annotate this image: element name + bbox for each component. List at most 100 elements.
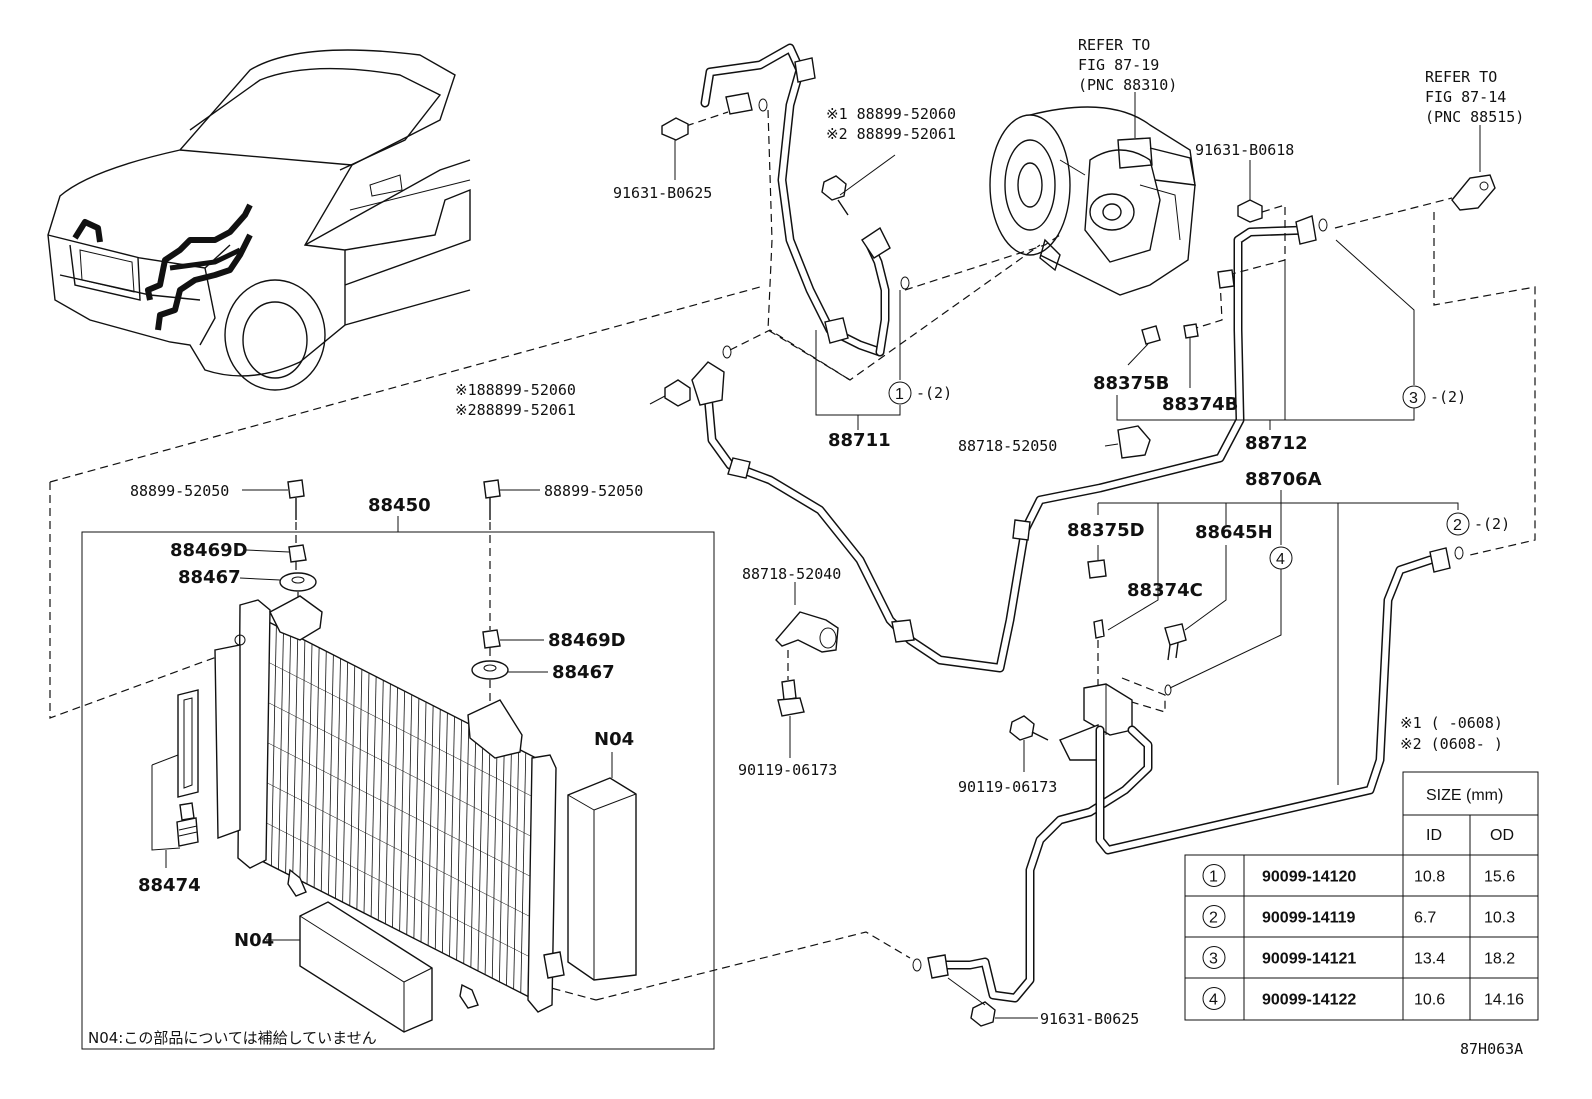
size-table-col-id: ID <box>1426 827 1442 844</box>
leader <box>1127 343 1149 366</box>
label-bolt-left-2: ※288899-52061 <box>455 401 576 419</box>
label-N04-bottom: N04 <box>234 930 274 951</box>
leader <box>539 984 597 1001</box>
compressor <box>989 106 1196 296</box>
size-table-row-id: 6.7 <box>1414 910 1436 927</box>
callout-ring-2-ref: -(2) <box>1474 515 1510 533</box>
condenser-tube <box>254 654 540 801</box>
size-table-row-part: 90099-14121 <box>1262 951 1356 968</box>
date-note-2: ※2 (0608- ) <box>1400 735 1503 753</box>
callout-ring-3-no: 3 <box>1409 390 1418 407</box>
label-91631-B0625-top: 91631-B0625 <box>613 184 712 202</box>
condenser-tube <box>252 734 538 881</box>
bracket-88712 <box>1116 395 1415 421</box>
block-88706A <box>1059 683 1133 761</box>
refer-87-19-line3: (PNC 88310) <box>1078 76 1177 94</box>
bracket-88706A-stem2 <box>1107 503 1159 631</box>
size-table-col-od: OD <box>1490 827 1514 844</box>
leader <box>767 109 1041 381</box>
size-table-row-part: 90099-14120 <box>1262 869 1356 886</box>
size-table-row-od: 18.2 <box>1484 951 1515 968</box>
suction-hose <box>691 215 1317 673</box>
callout-ring-1-no: 1 <box>895 386 904 403</box>
condenser-tube <box>253 694 539 841</box>
callout-ring-2: 2 -(2) <box>1446 512 1510 536</box>
label-88467-right: 88467 <box>552 662 615 683</box>
size-table-row-part: 90099-14122 <box>1262 992 1356 1009</box>
size-table-row-ring <box>1202 905 1226 928</box>
label-88706A: 88706A <box>1245 469 1322 490</box>
receiver-88474 <box>151 689 199 868</box>
bolt-88899-52060-top <box>821 154 896 216</box>
callout-ring-1-ref: -(2) <box>916 384 952 402</box>
clamp-88718-52050 <box>1104 425 1151 459</box>
label-hose-note-2: ※2 88899-52061 <box>826 125 956 143</box>
label-88469D-left: 88469D <box>170 540 248 561</box>
label-88375B: 88375B <box>1093 373 1169 394</box>
label-88374B: 88374B <box>1162 394 1238 415</box>
label-88645H: 88645H <box>1195 522 1273 543</box>
callout-ring-4: 4 <box>1169 546 1293 689</box>
label-88469D-right: 88469D <box>548 630 626 651</box>
liquid-lines <box>927 547 1451 1003</box>
hose-88711 <box>700 43 891 357</box>
size-table-row: 1 90099-14120 10.8 15.6 <box>1202 864 1515 887</box>
o-ring <box>1318 218 1328 232</box>
label-90119-06173-left: 90119-06173 <box>738 761 837 779</box>
vehicle-sketch <box>47 49 471 391</box>
refer-87-14-line3: (PNC 88515) <box>1425 108 1524 126</box>
leader <box>904 234 1061 291</box>
refer-87-14: REFER TO FIG 87-14 (PNC 88515) <box>1425 68 1524 211</box>
label-88899-52050-left: 88899-52050 <box>130 482 229 500</box>
size-table-row-no: 1 <box>1209 869 1218 886</box>
size-table-row-no: 3 <box>1209 951 1218 968</box>
condenser-tube <box>251 774 537 921</box>
bracket-88706A <box>1098 502 1459 510</box>
leader-vehicle-top <box>49 286 761 483</box>
leader <box>1227 204 1286 276</box>
leader <box>729 329 851 381</box>
size-table-row-id: 13.4 <box>1414 951 1445 968</box>
callout-ring-3: 3 -(2) <box>1335 239 1466 409</box>
o-ring <box>722 345 732 359</box>
condenser-tube <box>250 814 536 961</box>
leader <box>685 111 729 127</box>
valve-core-88374B-parts <box>1141 269 1235 345</box>
leader <box>1195 279 1223 329</box>
callout-ring-1: 1 -(2) <box>888 290 952 405</box>
n04-pad-right <box>567 752 637 981</box>
refer-87-19-line1: REFER TO <box>1078 36 1150 54</box>
callout-ring-2-no: 2 <box>1453 517 1462 534</box>
condenser <box>214 595 565 1013</box>
label-88374C: 88374C <box>1127 580 1203 601</box>
label-N04-right: N04 <box>594 729 634 750</box>
o-ring <box>1164 684 1172 696</box>
size-table-row: 3 90099-14121 13.4 18.2 <box>1202 946 1515 969</box>
o-ring <box>1454 546 1464 560</box>
callout-ring-4-no: 4 <box>1276 551 1285 568</box>
size-table-row-part: 90099-14119 <box>1262 910 1356 927</box>
size-table-header: SIZE (mm) <box>1426 787 1503 804</box>
label-90119-06173-right: 90119-06173 <box>958 778 1057 796</box>
o-ring <box>912 958 922 972</box>
label-88474: 88474 <box>138 875 201 896</box>
bolt-88899-52060-left <box>649 379 691 407</box>
label-88718-52050: 88718-52050 <box>958 437 1057 455</box>
n04-pad-bottom <box>266 901 433 1033</box>
leader <box>595 931 911 1001</box>
label-88467-left: 88467 <box>178 567 241 588</box>
size-table-row-id: 10.6 <box>1414 992 1445 1009</box>
label-88711: 88711 <box>828 430 891 451</box>
size-table-row-od: 15.6 <box>1484 869 1515 886</box>
note-n04: N04:この部品については補給していません <box>88 1029 377 1047</box>
label-88450: 88450 <box>368 495 431 516</box>
size-table-row-id: 10.8 <box>1414 869 1445 886</box>
leader-vehicle-to-condenser <box>49 482 231 719</box>
leader-87-14-down <box>1433 212 1536 556</box>
clamp-88718-52040 <box>775 582 839 758</box>
size-table-row-od: 14.16 <box>1484 992 1524 1009</box>
size-table-row-ring <box>1202 946 1226 969</box>
refer-87-14-line1: REFER TO <box>1425 68 1497 86</box>
